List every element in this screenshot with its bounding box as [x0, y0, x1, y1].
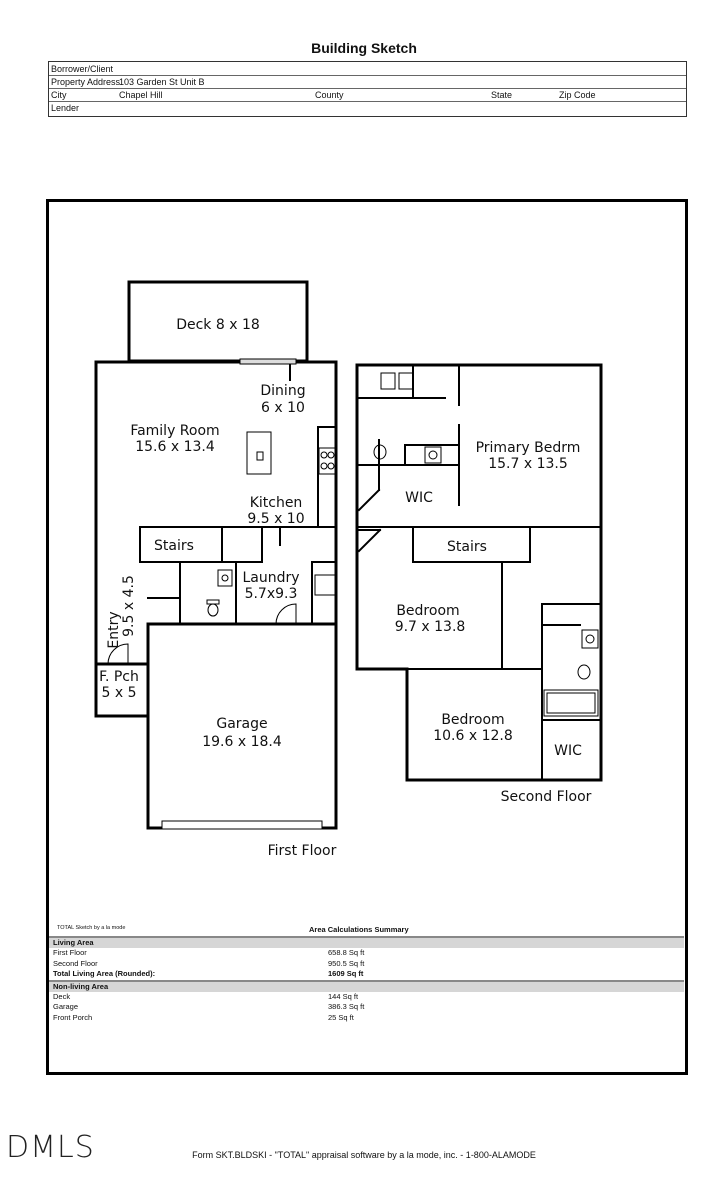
second-floor-walls [355, 363, 603, 782]
kitchen-name: Kitchen [250, 495, 303, 511]
toilet-hall [577, 664, 591, 680]
lender-label: Lender [51, 103, 80, 113]
dmls-logo: DMLS [6, 1130, 95, 1165]
nonliving-row: Deck 144 Sq ft [49, 992, 684, 1003]
first-floor-fixtures [107, 358, 336, 830]
property-header-table: Borrower/Client Property Address 103 Gar… [48, 61, 687, 117]
stairs-first-label: Stairs [154, 538, 194, 554]
address-label: Property Address [51, 77, 121, 87]
bathtub [543, 689, 599, 717]
wic-bedroom2-label: WIC [554, 743, 582, 759]
washer [314, 574, 336, 596]
primary-bedroom-name: Primary Bedrm [476, 440, 581, 456]
zip-label: Zip Code [559, 90, 596, 100]
page-title: Building Sketch [311, 40, 417, 56]
living-area-header: Living Area [49, 936, 684, 948]
total-living-value: 1609 Sq ft [328, 969, 364, 978]
city-value: Chapel Hill [119, 90, 163, 100]
county-label: County [315, 90, 344, 100]
nonliving-row-name: Front Porch [53, 1012, 93, 1022]
porch-name: F. Pch [99, 669, 139, 685]
sink [217, 569, 233, 587]
calc-title: Area Calculations Summary [309, 925, 409, 934]
bedroom1-dim: 9.7 x 13.8 [395, 619, 466, 635]
toilet-primary [373, 444, 387, 460]
kitchen-island [246, 431, 272, 475]
nonliving-row-value: 144 Sq ft [328, 991, 359, 1001]
laundry-dim: 5.7x9.3 [245, 586, 298, 602]
family-room-name: Family Room [130, 423, 219, 439]
stairs-second-label: Stairs [447, 539, 487, 555]
nonliving-row-name: Deck [53, 991, 71, 1001]
garage-name: Garage [216, 716, 267, 732]
form-footer: Form SKT.BLDSKI - "TOTAL" appraisal soft… [192, 1150, 536, 1160]
area-calculations: TOTAL Sketch by a la mode Area Calculati… [49, 924, 684, 1023]
borrower-label: Borrower/Client [51, 64, 114, 74]
state-label: State [491, 90, 513, 100]
second-floor-label: Second Floor [501, 789, 592, 805]
second-floor-fixtures [373, 372, 599, 717]
tub-fixture [380, 372, 396, 390]
total-living-name: Total Living Area (Rounded): [53, 969, 156, 978]
bedroom2-name: Bedroom [441, 712, 504, 728]
living-row-name: Second Floor [53, 958, 98, 968]
kitchen-dim: 9.5 x 10 [247, 511, 304, 527]
bedroom1-name: Bedroom [396, 603, 459, 619]
sliding-door [239, 358, 297, 365]
total-living-row: Total Living Area (Rounded): 1609 Sq ft [49, 969, 684, 980]
garage-door [161, 820, 323, 830]
nonliving-row-value: 25 Sq ft [328, 1012, 354, 1022]
living-row-value: 658.8 Sq ft [328, 948, 365, 957]
entry-name: Entry [106, 611, 122, 648]
nonliving-row-name: Garage [53, 1002, 79, 1011]
city-label: City [51, 90, 67, 100]
bedroom2-dim: 10.6 x 12.8 [433, 728, 513, 744]
stove [318, 447, 336, 475]
living-row-value: 950.5 Sq ft [328, 958, 365, 968]
entry-dim: 9.5 x 4.5 [121, 575, 137, 637]
toilet [207, 603, 219, 617]
wic-primary-label: WIC [405, 490, 433, 506]
sketch-frame [46, 199, 688, 1075]
deck-label: Deck 8 x 18 [176, 317, 260, 333]
dining-dim: 6 x 10 [261, 400, 305, 416]
address-value: 103 Garden St Unit B [119, 77, 205, 87]
garage-entry-door [275, 603, 297, 625]
living-row: Second Floor 950.5 Sq ft [49, 959, 684, 970]
vanity-primary [424, 446, 442, 464]
nonliving-row: Front Porch 25 Sq ft [49, 1013, 684, 1024]
first-floor-label: First Floor [268, 843, 337, 859]
porch-dim: 5 x 5 [102, 685, 137, 701]
front-door [107, 643, 129, 665]
family-room-dim: 15.6 x 13.4 [135, 439, 215, 455]
nonliving-row: Garage 386.3 Sq ft [49, 1002, 684, 1013]
vanity-hall [581, 629, 599, 649]
garage-dim: 19.6 x 18.4 [202, 734, 282, 750]
nonliving-row-value: 386.3 Sq ft [328, 1002, 365, 1011]
primary-bedroom-dim: 15.7 x 13.5 [488, 456, 568, 472]
sketch-credit: TOTAL Sketch by a la mode [57, 925, 126, 931]
laundry-name: Laundry [242, 570, 299, 586]
nonliving-area-header: Non-living Area [49, 979, 684, 992]
dining-name: Dining [260, 383, 305, 399]
living-row-name: First Floor [53, 948, 87, 957]
living-row: First Floor 658.8 Sq ft [49, 948, 684, 959]
